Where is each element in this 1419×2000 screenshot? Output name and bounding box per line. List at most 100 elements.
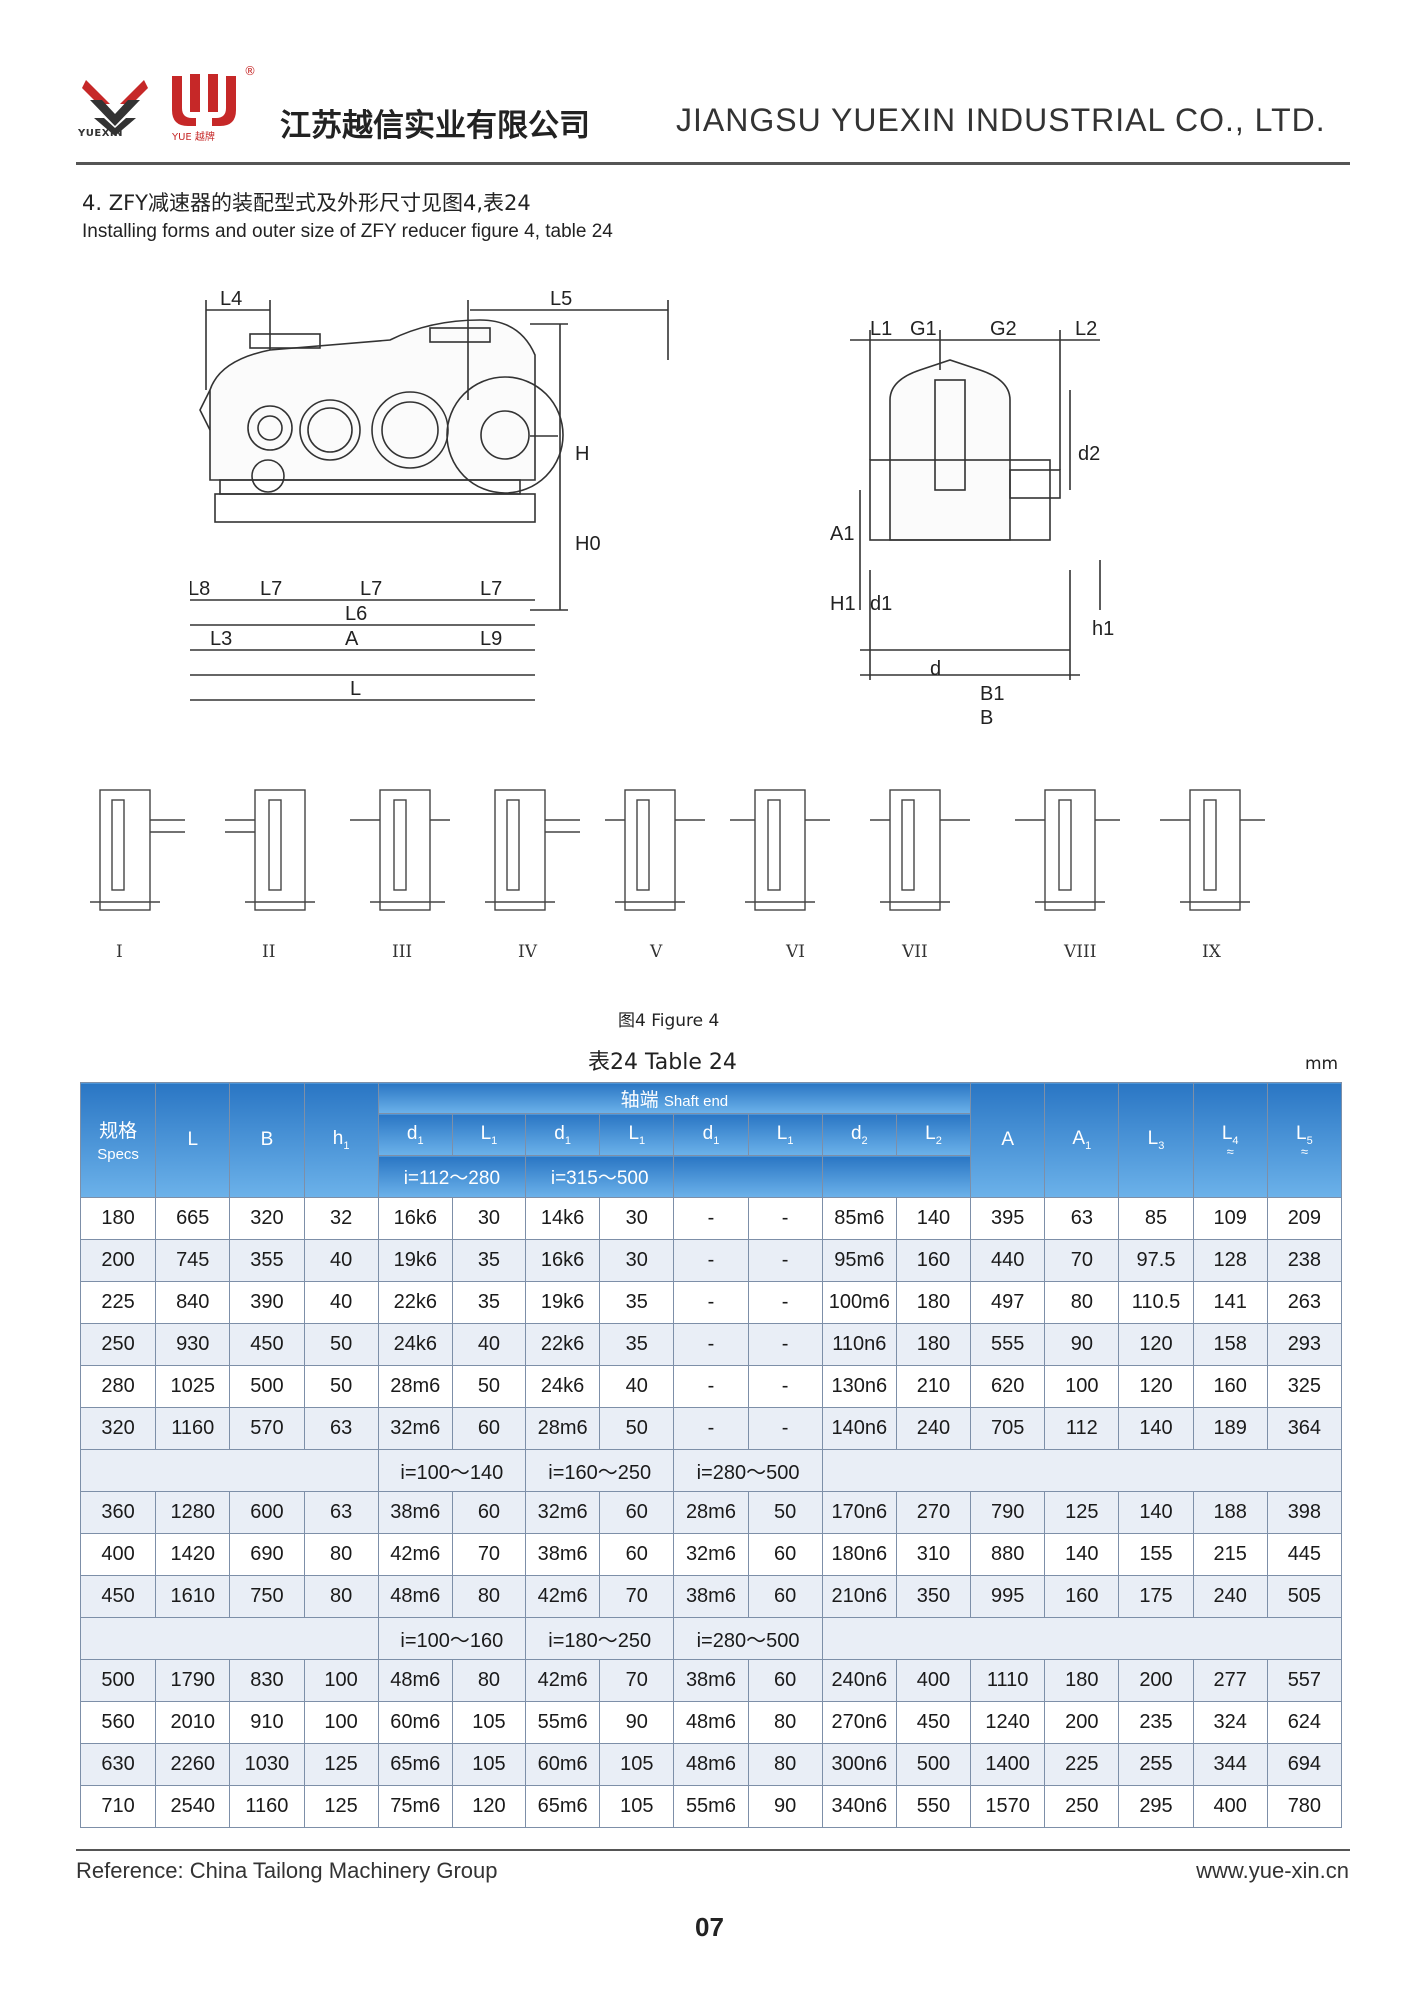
table-cell: 705	[970, 1407, 1046, 1450]
table-cell: 180	[1044, 1659, 1120, 1702]
table-cell: -	[673, 1281, 749, 1324]
dim-l5: L5	[550, 288, 572, 310]
table-cell: 1790	[155, 1659, 231, 1702]
table-cell: 32m6	[377, 1407, 453, 1450]
table-cell: 1110	[970, 1659, 1046, 1702]
table-cell: 209	[1266, 1197, 1343, 1240]
table-cell: 624	[1266, 1701, 1343, 1744]
table-cell: 1280	[155, 1491, 231, 1534]
ratio-cell: i=160～250	[525, 1449, 675, 1492]
table-cell: 16k6	[377, 1197, 453, 1240]
approx-sign: ≈	[1300, 1143, 1308, 1159]
table-cell: 105	[451, 1701, 527, 1744]
table-cell: 500	[895, 1743, 972, 1786]
table-cell: 995	[970, 1575, 1046, 1618]
col-header-l1-b: L1	[599, 1113, 675, 1156]
table-cell: 320	[229, 1197, 305, 1240]
col-header-l2: L2	[895, 1113, 972, 1156]
table-cell: 120	[1118, 1365, 1194, 1408]
form-label-3: III	[392, 942, 413, 962]
table-cell: 790	[970, 1491, 1046, 1534]
table-cell: 38m6	[673, 1659, 749, 1702]
table-cell: 50	[303, 1323, 379, 1366]
section-title-en: Installing forms and outer size of ZFY r…	[82, 221, 613, 242]
table-cell: 2540	[155, 1785, 231, 1828]
assembly-forms-drawing	[90, 789, 1265, 911]
table-cell: 32m6	[525, 1491, 601, 1534]
spec-label-cn: 规格	[99, 1120, 138, 1142]
table-cell: 35	[451, 1281, 527, 1324]
table-cell: 300n6	[821, 1743, 897, 1786]
table-cell: 22k6	[525, 1323, 601, 1366]
table-cell: 400	[895, 1659, 972, 1702]
table-cell: 210	[895, 1365, 972, 1408]
table-cell: 344	[1192, 1743, 1268, 1786]
table-cell: 180n6	[821, 1533, 897, 1576]
ratio-header-2: i=315～500	[525, 1155, 675, 1198]
table-cell: 325	[1266, 1365, 1343, 1408]
logo-right-text: YUE 越牌	[172, 132, 215, 143]
table-cell: 180	[79, 1197, 157, 1240]
table-cell: -	[747, 1407, 823, 1450]
table-cell: 277	[1192, 1659, 1268, 1702]
table-cell: 50	[747, 1491, 823, 1534]
table-cell: 238	[1266, 1239, 1343, 1282]
dim-l7-2: L7	[360, 578, 382, 600]
table-cell: 100m6	[821, 1281, 897, 1324]
table-cell: 65m6	[525, 1785, 601, 1828]
ratio-cell: i=100～160	[377, 1617, 527, 1660]
table-cell: 14k6	[525, 1197, 601, 1240]
ratio-header-1: i=112～280	[377, 1155, 527, 1198]
col-header-d1-c: d1	[673, 1113, 749, 1156]
table-cell: 235	[1118, 1701, 1194, 1744]
table-cell: 293	[1266, 1323, 1343, 1366]
ratio-cell: i=280～500	[673, 1449, 823, 1492]
figure-caption: 图4 Figure 4	[618, 1011, 720, 1031]
dim-l4: L4	[220, 288, 242, 310]
table-cell: 19k6	[377, 1239, 453, 1282]
form-label-2: II	[262, 942, 276, 962]
table-cell: 24k6	[525, 1365, 601, 1408]
reference-text: Reference: China Tailong Machinery Group	[76, 1858, 498, 1883]
table-cell: 80	[451, 1659, 527, 1702]
table-cell: 2010	[155, 1701, 231, 1744]
table-cell: 140	[1118, 1407, 1194, 1450]
dim-l9: L9	[480, 628, 502, 650]
table-cell: 60	[451, 1407, 527, 1450]
table-cell: 320	[79, 1407, 157, 1450]
table-cell: 910	[229, 1701, 305, 1744]
table-cell: 105	[451, 1743, 527, 1786]
table-cell: 80	[451, 1575, 527, 1618]
dim-a: A	[345, 628, 359, 650]
table-cell: 450	[895, 1701, 972, 1744]
table-cell: 880	[970, 1533, 1046, 1576]
table-cell: 324	[1192, 1701, 1268, 1744]
table-cell: 505	[1266, 1575, 1343, 1618]
table-cell: 120	[1118, 1323, 1194, 1366]
dim-l2: L2	[1075, 318, 1097, 340]
form-label-6: VI	[786, 942, 805, 962]
shaft-end-en: Shaft end	[663, 1092, 729, 1110]
table-cell: 160	[1044, 1575, 1120, 1618]
table-cell: 497	[970, 1281, 1046, 1324]
table-cell: 240n6	[821, 1659, 897, 1702]
table-cell: 85	[1118, 1197, 1194, 1240]
dim-b1: B1	[980, 683, 1004, 705]
table-cell: 295	[1118, 1785, 1194, 1828]
table-cell: -	[673, 1197, 749, 1240]
table-cell: 80	[747, 1743, 823, 1786]
table-cell: 63	[303, 1491, 379, 1534]
table-cell: 140n6	[821, 1407, 897, 1450]
col-header-a: A	[970, 1082, 1046, 1198]
website-text: www.yue-xin.cn	[1196, 1858, 1349, 1883]
form-label-7: VII	[902, 942, 928, 962]
dim-h: H	[575, 443, 589, 465]
table-cell: 690	[229, 1533, 305, 1576]
table-cell: 158	[1192, 1323, 1268, 1366]
table-cell: 28m6	[377, 1365, 453, 1408]
form-label-9: IX	[1202, 942, 1221, 962]
